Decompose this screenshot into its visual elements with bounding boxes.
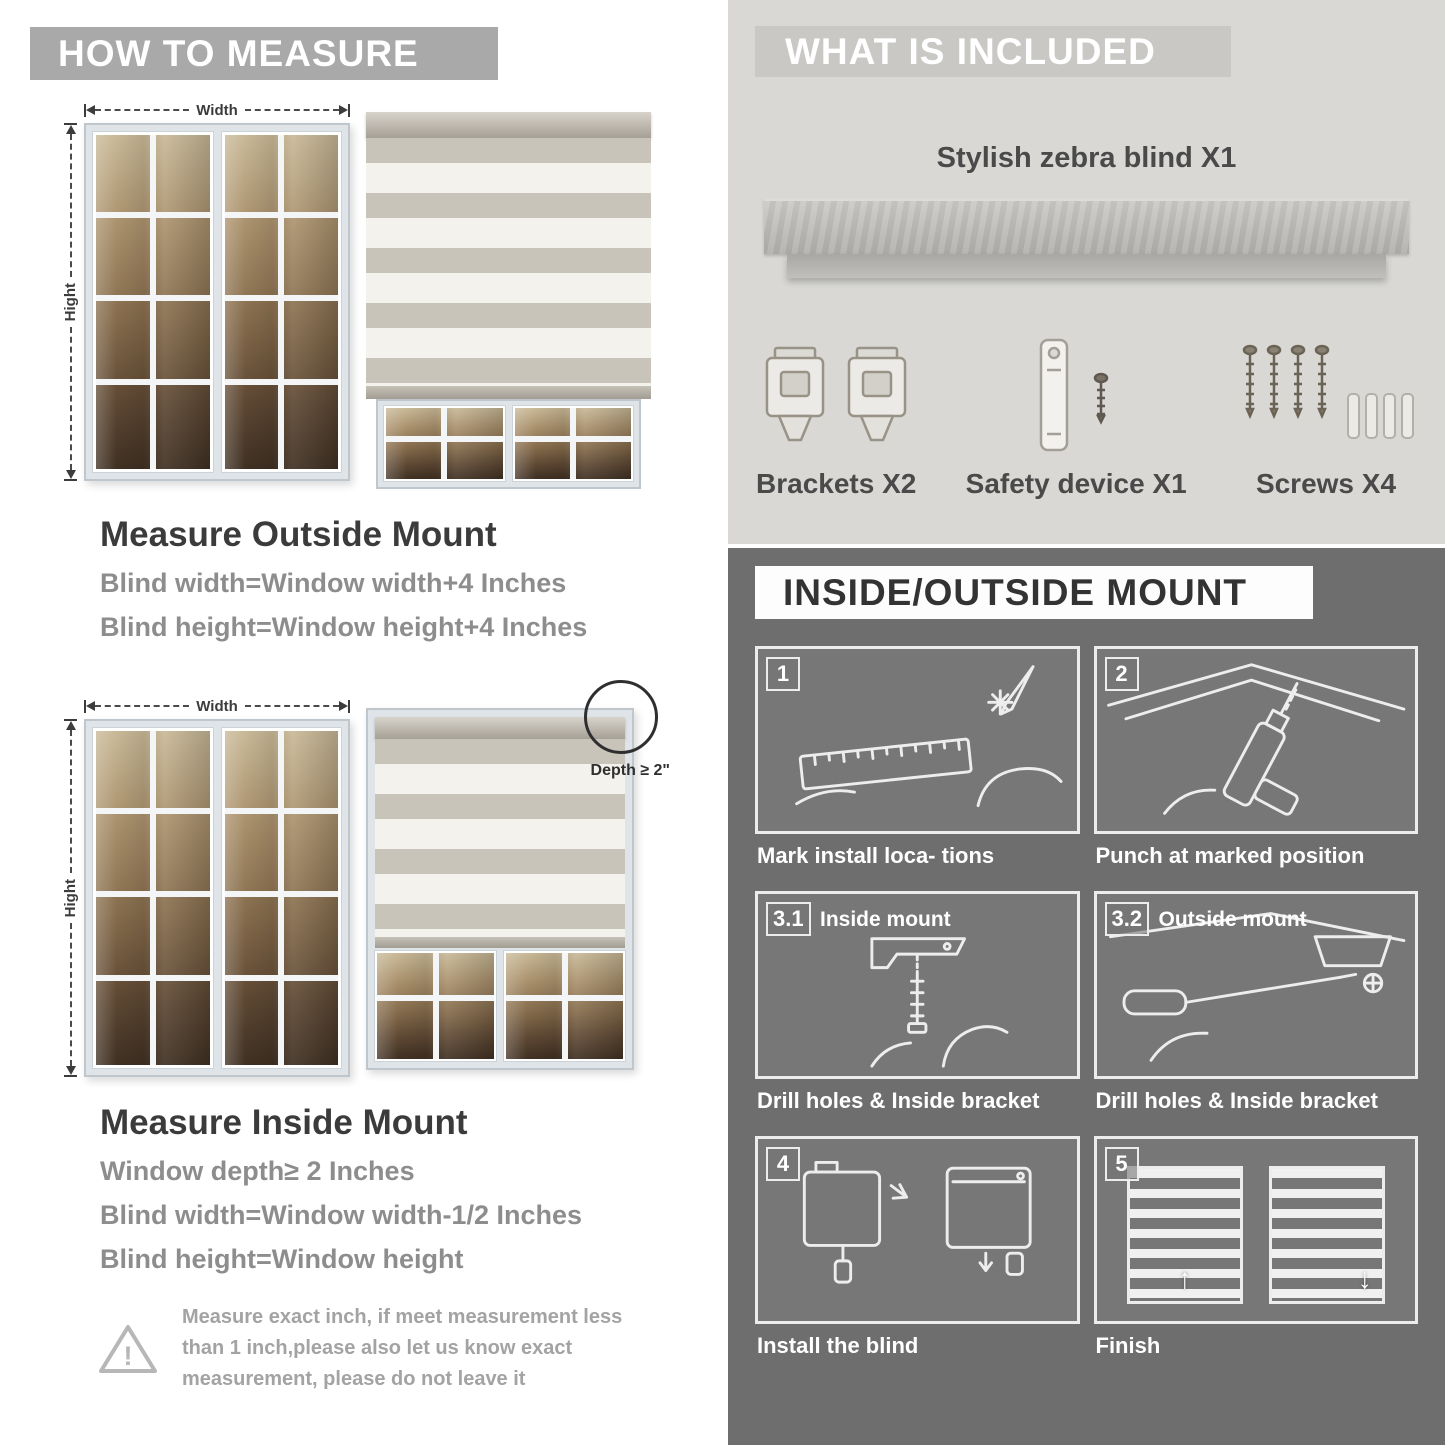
step-number: 2 [1104,657,1139,691]
step-2-illustration [1106,663,1405,816]
zebra-blind-outside-illustration [366,102,651,489]
mini-blind-up: ↑ [1126,1166,1243,1304]
step-panel: 3.2 Outside mount [1093,891,1418,1079]
window-diagram-inside: Width Hight [62,697,351,1078]
step-number: 3.2 [1104,902,1150,936]
window-sash [375,951,496,1061]
step-caption: Finish [1095,1333,1161,1358]
step-number: 4 [766,1147,800,1181]
warning-text: Measure exact inch, if meet measurement … [182,1306,623,1390]
window-sash [512,406,633,481]
step-3-1-illustration [870,937,1009,1068]
step-panel: 3.1 Inside mount [755,891,1080,1079]
blind-headrail [366,112,651,138]
up-arrow-icon: ↑ [1177,1263,1192,1294]
mini-blind-down: ↓ [1268,1166,1385,1304]
step-caption: Drill holes & Inside bracket [1095,1088,1378,1113]
blind-stripes [375,739,625,937]
step-panel: 1 [755,646,1080,834]
step-panel: 4 [755,1136,1080,1324]
included-item-brackets: Brackets X2 [756,328,916,500]
inside-mount-line: Window depth≥ 2 Inches [100,1156,415,1186]
step-number: 3.1 [766,902,811,936]
window-illustration [84,123,350,481]
inside-outside-mount-header: INSIDE/OUTSIDE MOUNT [755,566,1313,619]
item-label: Screws X4 [1255,468,1397,499]
step-title: Outside mount [1158,908,1307,931]
window-sash [384,406,505,481]
included-item-safety-device: Safety device X1 [966,328,1187,500]
inside-mount-line: Blind width=Window width-1/2 Inches [100,1200,583,1230]
step-5-illustration: ↑ ↓ [1097,1139,1416,1321]
width-arrow-icon: Width [84,101,351,119]
width-arrow-icon: Width [84,697,351,715]
step-number: 1 [766,657,800,691]
measure-outside-block: Width Hight [62,102,662,643]
window-diagram-outside: Width Hight [62,101,351,482]
depth-callout-circle-icon [584,680,658,754]
outside-mount-line: Blind width=Window width+4 Inches [100,568,567,598]
window-sash [93,728,213,1068]
window-illustration [84,719,350,1077]
how-to-measure-header: HOW TO MEASURE [30,27,498,80]
width-label: Width [196,697,238,715]
mount-step-3-2: 3.2 Outside mount Drill holes & Inside b… [1093,891,1418,1114]
step-panel: ↑ ↓ 5 [1093,1136,1418,1324]
window-sash [504,951,625,1061]
step-caption: Drill holes & Inside bracket [757,1088,1040,1113]
mount-step-4: 4 Install the blind [755,1136,1080,1359]
mount-step-2: 2 Punch at marked position [1093,646,1418,869]
height-arrow-icon: Hight [62,719,79,1078]
step-1-illustration [795,665,1063,808]
svg-text:!: ! [124,1341,133,1371]
window-sash [221,132,341,472]
step-caption: Mark install loca- tions [757,843,995,868]
zebra-blind-inside-illustration: Depth ≥ 2" [366,680,670,1070]
item-label: Brackets X2 [756,468,917,499]
warning-triangle-icon: ! [99,1324,157,1373]
step-number: 5 [1104,1147,1139,1181]
measure-inside-block: Width Hight [62,680,670,1275]
inside-mount-line: Blind height=Window height [100,1244,464,1274]
inside-outside-mount-section: INSIDE/OUTSIDE MOUNT [728,548,1445,1445]
mount-step-1: 1 Mark install loca- tions [755,646,1080,869]
depth-label: Depth ≥ 2" [590,762,670,779]
window-sash [93,132,213,472]
brackets-icon [765,346,907,442]
height-arrow-icon: Hight [62,123,79,482]
blind-headrail [375,717,625,739]
blind-bottomrail [366,386,651,399]
item-label: Safety device X1 [965,468,1187,499]
step-caption: Punch at marked position [1095,843,1365,868]
inside-mount-window [366,708,634,1070]
screws-icon [1242,344,1414,439]
step-panel: 2 [1093,646,1418,834]
blind-stripes [366,138,651,386]
down-arrow-icon: ↓ [1357,1263,1372,1294]
inside-mount-title: Measure Inside Mount [100,1103,468,1142]
outside-mount-line: Blind height=Window height+4 Inches [100,612,588,642]
window-sash [221,728,341,1068]
what-is-included-section: WHAT IS INCLUDED Stylish zebra blind X1 [728,0,1445,544]
mount-step-3-1: 3.1 Inside mount Drill holes & Inside br… [755,891,1080,1114]
window-below-blind [376,399,641,489]
how-to-measure-section: HOW TO MEASURE Width Hight [0,0,700,1445]
step-title: Inside mount [820,908,951,931]
what-is-included-header: WHAT IS INCLUDED [755,26,1231,77]
measurement-warning: ! Measure exact inch, if meet measuremen… [98,1302,643,1395]
outside-mount-title: Measure Outside Mount [100,515,497,554]
height-label: Hight [62,282,79,322]
step-caption: Install the blind [757,1333,919,1358]
mount-step-5: ↑ ↓ 5 Finish [1093,1136,1418,1359]
headrail-illustration [764,198,1409,278]
included-item-screws: Screws X4 [1236,328,1416,500]
blind-bottomrail [375,937,625,948]
safety-device-icon [1039,338,1109,452]
product-name-label: Stylish zebra blind X1 [936,142,1237,174]
height-label: Hight [62,878,79,918]
step-3-2-illustration [1108,912,1405,1062]
step-4-illustration [802,1160,1032,1284]
width-label: Width [196,101,238,119]
